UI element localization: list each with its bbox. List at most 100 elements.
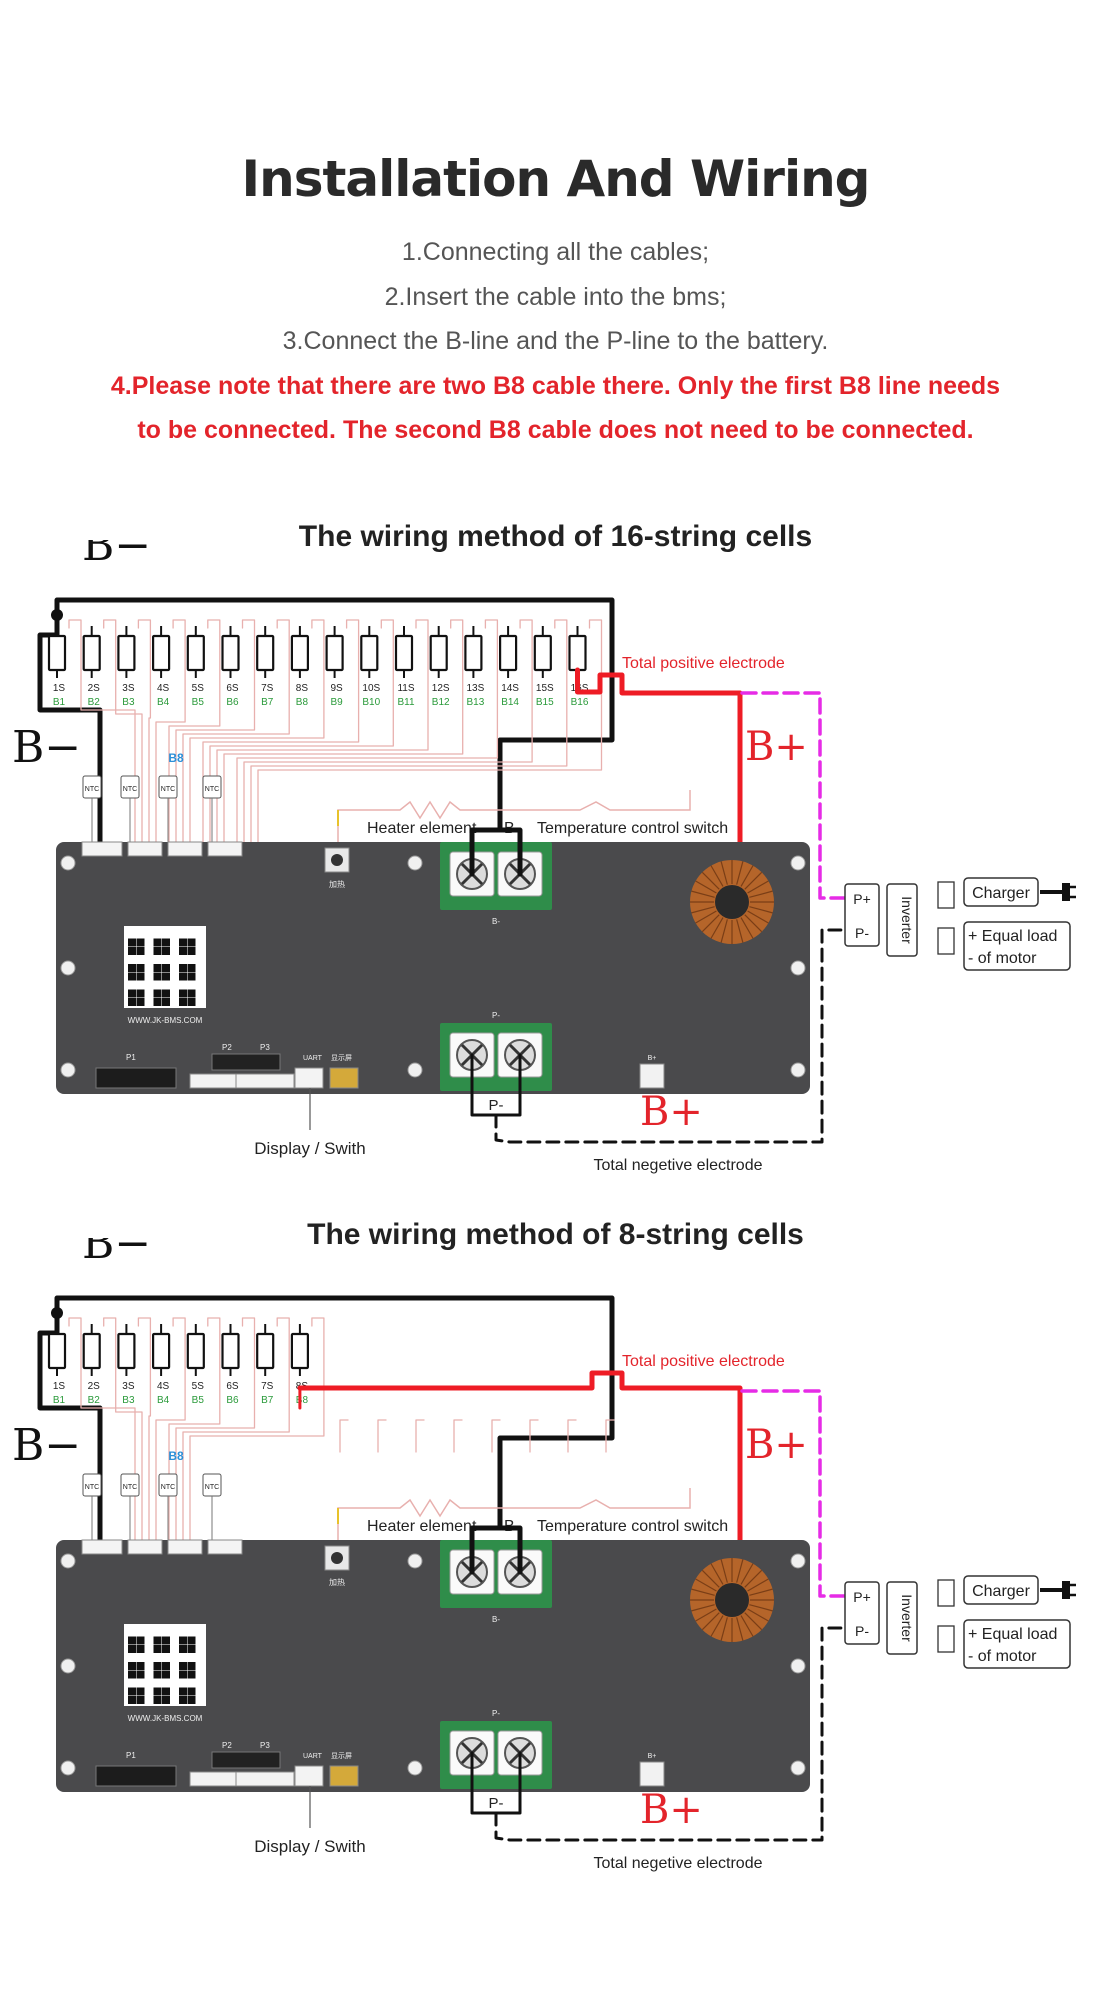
ntc-label: NTC [161,1484,175,1491]
p1-label: P1 [126,1053,136,1062]
toroid-winding [710,1563,724,1585]
total-positive-label: Total positive electrode [622,655,785,672]
battery-cell [360,634,379,672]
section-title-8s: The wiring method of 8-string cells [307,1218,804,1251]
negative-to-b-minus-terminal-right [497,827,523,877]
toroid-winding [736,861,744,885]
string-label: 2S [88,1381,101,1392]
negative-to-bms-wire [37,1330,103,1559]
string-label: 14S [501,683,519,694]
string-label: 7S [261,683,274,694]
toroid-winding [701,914,720,933]
balance-label: B8 [296,1395,309,1406]
toroid-winding [749,906,773,914]
toroid-winding [744,914,763,933]
balance-connector [207,841,243,857]
qr-code-module [187,964,196,972]
b-plus-terminal [639,1761,665,1787]
balance-wire [68,1317,136,1557]
toroid-winding [691,906,715,914]
toroid-winding [691,1588,715,1596]
qr-code-module [153,1670,162,1679]
section-title-16s: The wiring method of 16-string cells [298,520,813,553]
toroid-winding [701,1569,720,1588]
string-label: 15S [536,683,554,694]
qr-code-module [162,1645,170,1653]
qr-code-module [136,1645,145,1653]
p-plus-label: P+ [853,1589,871,1605]
mounting-hole [407,1553,423,1569]
toroid-winding [691,890,715,898]
board-b-plus-label: B+ [648,1055,657,1062]
qr-code-module [153,1636,162,1645]
display-connector-label: 显示屏 [331,1752,352,1760]
unused-balance-lead [339,1419,349,1453]
battery-cell [186,634,205,672]
p2-p3-connector [211,1751,281,1769]
display-swith-label: Display / Swith [254,1139,365,1158]
qr-code-module [162,947,170,955]
balance-label: B5 [192,1395,205,1406]
board-b-plus-label: B+ [648,1753,657,1760]
p-minus-output-label: P- [855,1623,869,1639]
ntc-label: NTC [205,786,219,793]
qr-code-module [136,1636,145,1645]
balance-wire [209,619,394,859]
inverter-block [886,883,918,957]
qr-code-module [153,1687,162,1696]
toroid-winding [740,865,754,887]
display-connector [329,1765,359,1787]
b-plus-terminal [639,1063,665,1089]
load-connector [937,927,955,955]
unused-balance-lead [491,1419,501,1453]
qr-code-module [179,1670,187,1679]
battery-cell [221,1332,240,1370]
website-label: WWW.JK-BMS.COM [128,1714,203,1723]
string-label: 13S [467,683,485,694]
toroid-inductor-core [715,885,749,919]
p2-label: P2 [222,1741,232,1750]
battery-cell [429,634,448,672]
balance-label: B6 [226,1395,239,1406]
negative-to-b-minus-terminal-left [469,1525,503,1575]
unused-balance-lead [453,1419,463,1453]
balance-connector [167,841,203,857]
balance-wire [137,1317,152,1557]
balance-label: B14 [501,697,519,708]
balance-label: B2 [88,1395,101,1406]
board-p-minus-label: P- [492,1011,500,1020]
display-connector [329,1067,359,1089]
ntc-label: NTC [85,1484,99,1491]
qr-code-module [179,938,187,947]
qr-code-module [128,972,136,981]
balance-wire [137,619,152,859]
balance-wire [182,1317,290,1557]
balance-wire [168,619,221,859]
mounting-hole [790,855,806,871]
b-minus-side-label: B− [12,722,81,773]
unused-balance-lead [567,1419,577,1453]
balance-label: B15 [536,697,554,708]
qr-code-module [153,1645,162,1653]
qr-code-module [153,964,162,972]
mounting-hole [790,960,806,976]
qr-code-module [136,938,145,947]
balance-wire [68,619,136,859]
mounting-hole [790,1062,806,1078]
qr-code-module [187,1696,196,1704]
qr-code-module [128,964,136,972]
toroid-winding [720,919,728,943]
balance-label: B1 [53,697,66,708]
inverter-block [886,1581,918,1655]
toroid-winding [747,1608,769,1622]
mounting-hole [60,1658,76,1674]
qr-code-module [162,1636,170,1645]
string-label: 2S [88,683,101,694]
p-minus-label: P- [489,1795,504,1812]
string-label: 5S [192,683,205,694]
string-label: 3S [122,1381,135,1392]
qr-code-module [128,1696,136,1704]
note-line-2: to be connected. The second B8 cable doe… [137,416,974,444]
ntc-label: NTC [123,1484,137,1491]
balance-wire [189,619,325,859]
